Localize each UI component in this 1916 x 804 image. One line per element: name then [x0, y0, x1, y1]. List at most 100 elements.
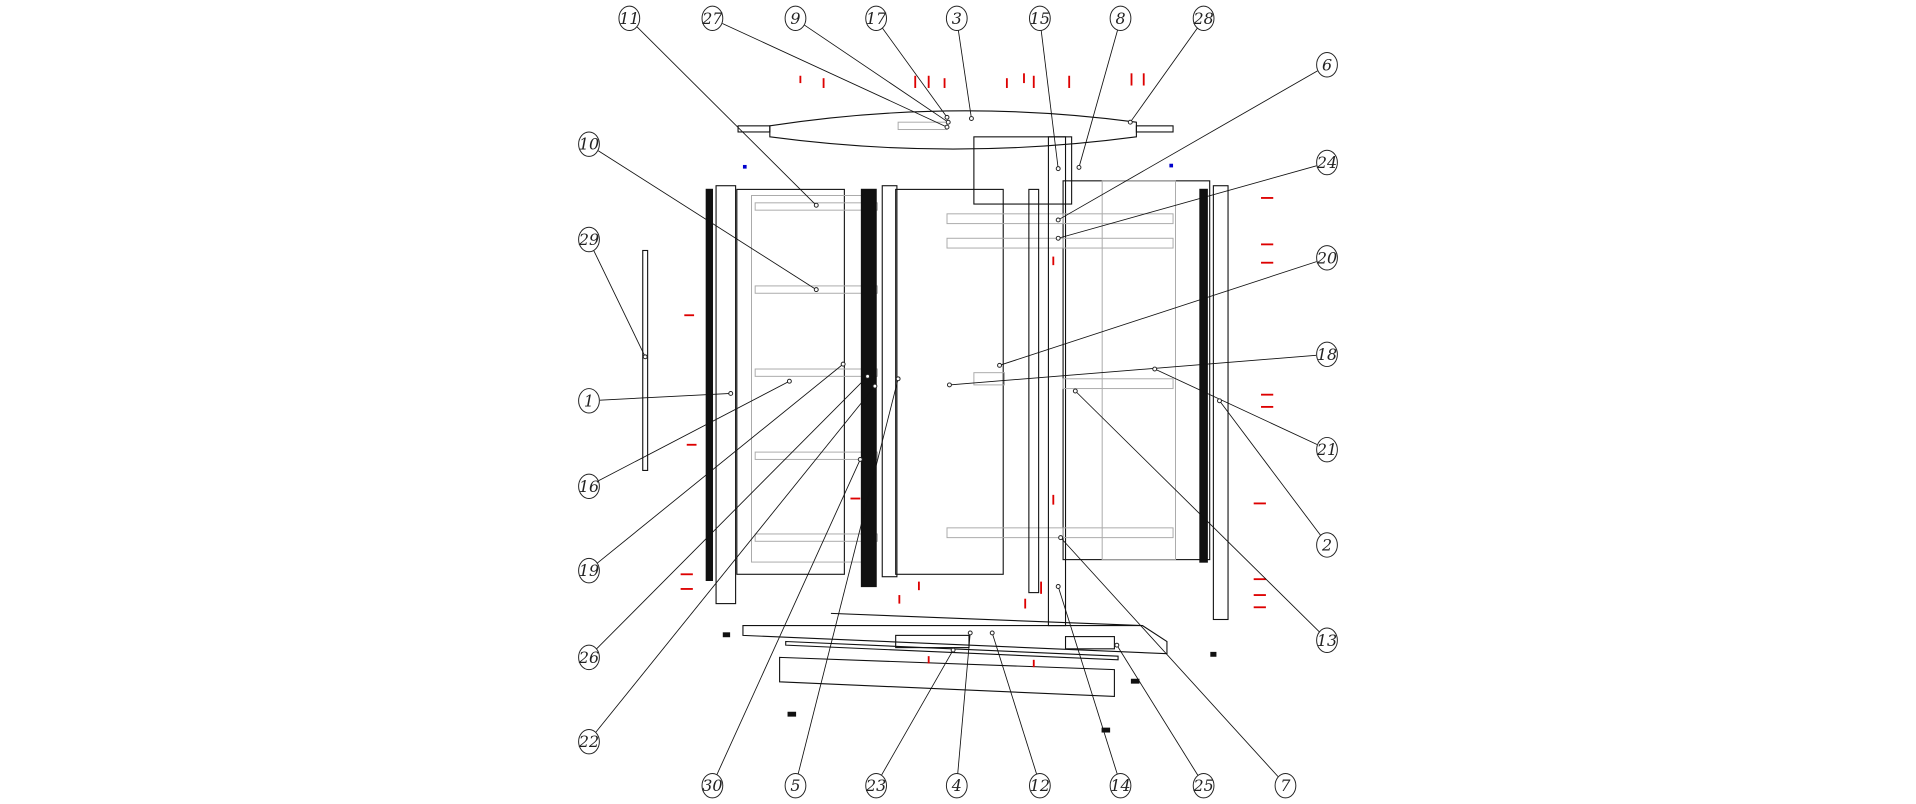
callout-number: 15: [1030, 9, 1050, 28]
leader-point: [813, 287, 819, 293]
plinth: [742, 612, 1168, 698]
callout-circle: [701, 772, 724, 799]
callout-circle: [1316, 627, 1338, 653]
callout-number: 8: [1115, 9, 1125, 28]
leader-line: [722, 23, 948, 128]
callout-number: 2: [1321, 535, 1332, 554]
callout-5: 5: [784, 376, 901, 799]
callout-number: 18: [1317, 345, 1337, 364]
callout-20: 20: [997, 245, 1338, 368]
callout-number: 7: [1280, 776, 1291, 795]
callout-circle: [1316, 341, 1338, 368]
leader-point: [950, 647, 956, 653]
callout-30: 30: [701, 456, 863, 799]
hanging-rod: [642, 249, 649, 471]
leader-line: [597, 363, 844, 564]
callout-number: 14: [1110, 776, 1130, 795]
callout-9: 9: [784, 5, 951, 125]
callout-number: 29: [578, 230, 599, 249]
leader-point: [642, 354, 648, 360]
callout-18: 18: [947, 341, 1338, 388]
callout-number: 11: [619, 9, 639, 28]
callout-circle: [578, 644, 600, 671]
leader-point: [1055, 584, 1061, 589]
leader-point: [944, 124, 950, 130]
callout-number: 23: [865, 776, 886, 795]
leader-line: [804, 24, 949, 123]
callout-number: 3: [952, 9, 962, 28]
callout-22: 22: [578, 383, 878, 755]
leader-line: [797, 378, 899, 774]
callout-3: 3: [945, 5, 974, 121]
callout-17: 17: [865, 5, 950, 120]
leader-line: [599, 393, 731, 401]
callout-circle: [1316, 149, 1338, 176]
leader-line: [716, 459, 861, 775]
leader-point: [1114, 642, 1120, 648]
leader-line: [957, 30, 972, 119]
leader-line: [881, 649, 954, 776]
callout-number: 4: [951, 776, 962, 795]
callout-number: 28: [1192, 9, 1213, 28]
leader-point: [997, 362, 1002, 368]
top-panel: [769, 110, 1137, 150]
callout-number: 16: [579, 477, 599, 496]
callout-2: 2: [1217, 398, 1338, 558]
leader-point: [1152, 366, 1158, 372]
callout-circle: [1316, 436, 1338, 463]
leader-line: [991, 632, 1037, 775]
leader-line: [636, 26, 817, 206]
callout-number: 22: [578, 732, 599, 751]
callout-number: 20: [1316, 248, 1337, 267]
leader-point: [989, 630, 995, 636]
callout-27: 27: [701, 5, 950, 130]
callout-23: 23: [865, 647, 956, 799]
callout-circle: [578, 557, 600, 584]
callout-circle: [578, 473, 600, 500]
leader-line: [598, 380, 790, 482]
callout-circle: [1316, 245, 1338, 271]
right-edge-strip: [1199, 188, 1208, 563]
callout-4: 4: [945, 630, 973, 799]
leader-line: [1057, 70, 1318, 221]
leader-line: [957, 632, 971, 774]
leader-point: [967, 630, 973, 636]
callout-circle: [578, 728, 600, 755]
callout-21: 21: [1152, 366, 1338, 463]
left-shelves: [754, 202, 878, 542]
callout-circle: [865, 5, 888, 32]
middle-panel: [895, 188, 1004, 575]
callout-number: 30: [702, 776, 722, 795]
callout-19: 19: [578, 361, 846, 584]
callout-circle: [701, 5, 724, 32]
top-rail: [737, 125, 771, 133]
callout-circle: [1192, 772, 1215, 799]
left-inner-panel: [736, 188, 845, 575]
callout-circle: [1192, 5, 1215, 32]
callout-circle: [1109, 5, 1132, 32]
callout-circle: [1028, 5, 1051, 32]
callout-number: 6: [1322, 55, 1332, 74]
callout-25: 25: [1114, 642, 1215, 799]
callout-number: 12: [1030, 776, 1050, 795]
callout-number: 17: [866, 9, 887, 28]
callout-29: 29: [578, 226, 648, 360]
leader-line: [999, 261, 1317, 366]
leader-point: [813, 202, 819, 208]
leader-point: [947, 382, 952, 388]
callout-number: 9: [790, 9, 800, 28]
leader-line: [596, 376, 868, 649]
leader-point: [968, 116, 974, 121]
leader-line: [1040, 30, 1059, 169]
leader-point: [857, 456, 863, 462]
callout-11: 11: [618, 5, 819, 208]
callout-26: 26: [578, 373, 871, 671]
callout-circle: [1316, 52, 1338, 78]
left-edge-strip: [705, 188, 714, 582]
leader-point: [945, 119, 951, 125]
leader-point: [1055, 217, 1061, 223]
leader-point: [1055, 235, 1061, 241]
callout-circle: [1028, 772, 1051, 799]
callout-circle: [1274, 772, 1297, 799]
callout-circle: [578, 226, 600, 253]
